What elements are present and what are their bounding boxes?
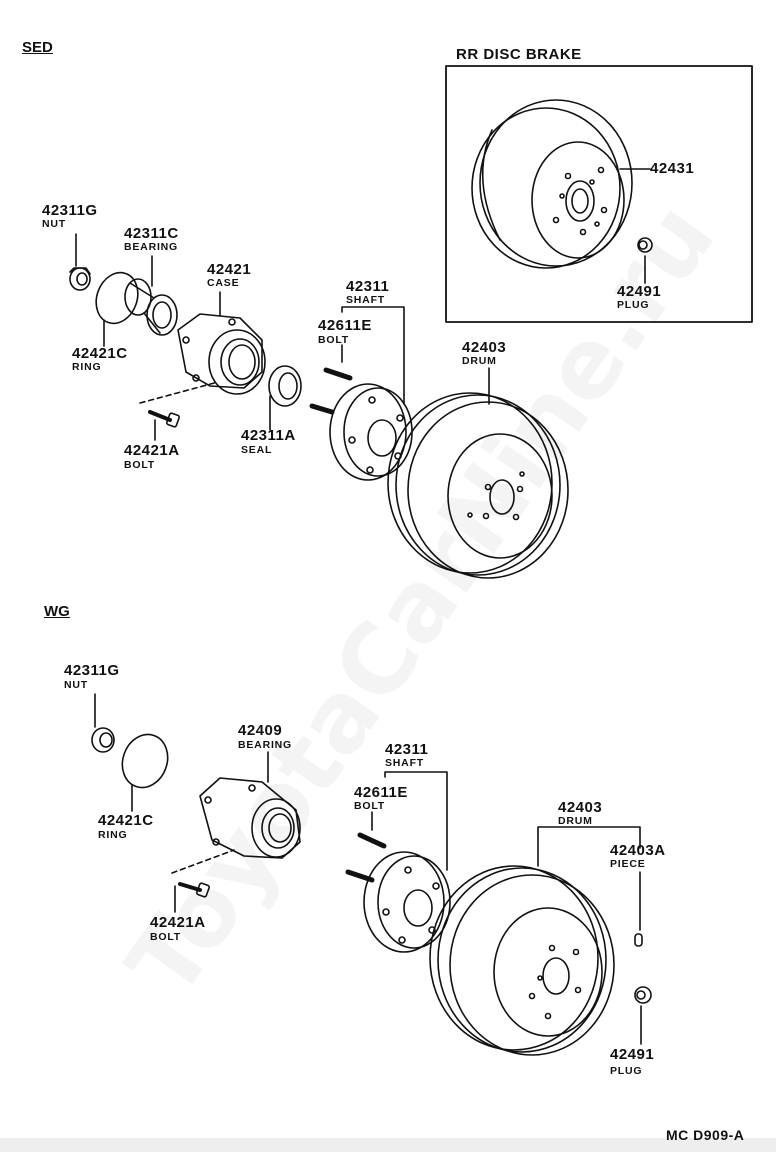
footer-band xyxy=(0,1138,776,1152)
sed-bolt2-number: 42421A xyxy=(124,442,180,459)
sed-seal-name: SEAL xyxy=(241,444,273,456)
section-wg: WG xyxy=(44,603,70,620)
sed-nut-drawing xyxy=(69,267,91,291)
sed-ring-name: RING xyxy=(72,361,102,373)
sed-bolt2-name: BOLT xyxy=(124,459,155,471)
leader-wg-shaft xyxy=(384,771,448,871)
sed-shaft-number: 42311 xyxy=(346,278,390,295)
leader-sed-shaft xyxy=(341,306,405,405)
sed-bolt-42421A-drawing xyxy=(148,410,180,428)
sed-bolt-number: 42611E xyxy=(318,317,372,334)
wg-nut-name: NUT xyxy=(64,679,88,691)
disc-brake-frame xyxy=(445,65,753,323)
wg-bolt2-number: 42421A xyxy=(150,914,206,931)
sed-seal-number: 42311A xyxy=(241,427,296,444)
sed-bolt-name: BOLT xyxy=(318,334,349,346)
wg-plug-drawing xyxy=(634,986,652,1004)
disc-rotor-number: 42431 xyxy=(650,160,695,177)
wg-plug-name: PLUG xyxy=(610,1065,643,1077)
wg-bearing-drawing xyxy=(199,777,301,859)
wg-bearing-name: BEARING xyxy=(238,739,293,751)
sed-seal-drawing xyxy=(268,365,302,407)
sed-ring-number: 42421C xyxy=(72,345,128,362)
wg-ring-number: 42421C xyxy=(98,812,154,829)
wg-bearing-number: 42409 xyxy=(238,722,283,739)
wg-bolt-42421A-drawing xyxy=(178,882,210,898)
sed-shaft-drawing xyxy=(309,367,413,481)
wg-shaft-number: 42311 xyxy=(385,741,429,758)
wg-drum-name: DRUM xyxy=(558,815,593,827)
wg-shaft-drawing xyxy=(345,832,451,953)
sed-ring-drawing xyxy=(95,271,139,325)
wg-bolt-name: BOLT xyxy=(354,800,385,812)
sed-case-name: CASE xyxy=(207,277,240,289)
wg-ring-drawing xyxy=(121,733,169,789)
wg-bolt2-name: BOLT xyxy=(150,931,181,943)
wg-piece-drawing xyxy=(634,933,643,947)
wg-nut-number: 42311G xyxy=(64,662,120,679)
sed-nut-name: NUT xyxy=(42,218,66,230)
sed-drum-name: DRUM xyxy=(462,355,497,367)
sed-case-number: 42421 xyxy=(207,261,252,278)
disc-plug-number: 42491 xyxy=(617,283,662,300)
wg-shaft-name: SHAFT xyxy=(385,757,424,769)
sed-bearing-name: BEARING xyxy=(124,241,179,253)
section-sed: SED xyxy=(22,39,53,56)
disc-plug-drawing xyxy=(637,237,653,253)
wg-bolt-number: 42611E xyxy=(354,784,408,801)
wg-plug-number: 42491 xyxy=(610,1046,655,1063)
wg-drum-number: 42403 xyxy=(558,799,603,816)
sed-drum-drawing xyxy=(387,392,569,579)
sed-nut-number: 42311G xyxy=(42,202,98,219)
wg-ring-name: RING xyxy=(98,829,128,841)
wg-piece-name: PIECE xyxy=(610,858,646,870)
sed-case-drawing xyxy=(177,313,266,395)
disc-rotor-drawing xyxy=(471,99,633,269)
disc-plug-name: PLUG xyxy=(617,299,650,311)
sed-bearing-number: 42311C xyxy=(124,225,179,242)
sed-drum-number: 42403 xyxy=(462,339,507,356)
leader-wg-drum xyxy=(537,826,641,849)
sed-bearing-drawing xyxy=(124,278,178,336)
wg-drum-drawing xyxy=(429,865,615,1056)
diagram-code: MC D909-A xyxy=(666,1127,745,1143)
wg-nut-drawing xyxy=(91,727,115,753)
wg-piece-number: 42403A xyxy=(610,842,666,859)
sed-shaft-name: SHAFT xyxy=(346,294,385,306)
section-disc: RR DISC BRAKE xyxy=(456,46,582,63)
